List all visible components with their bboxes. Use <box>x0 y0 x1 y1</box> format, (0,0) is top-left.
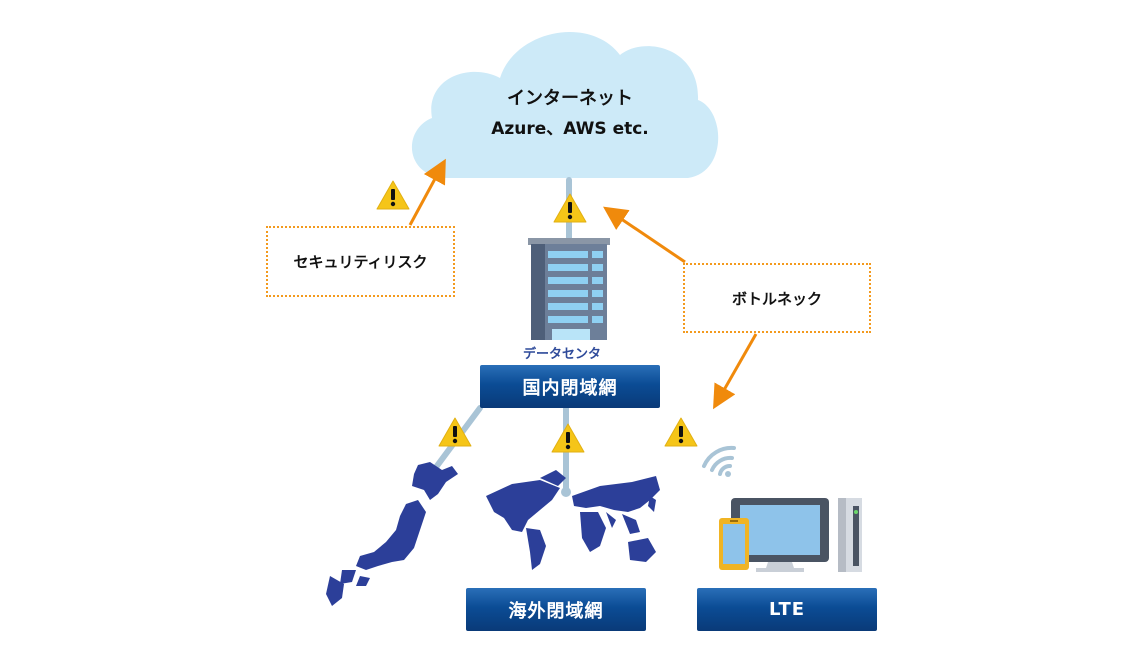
japan-map-icon <box>326 462 458 606</box>
world-map-icon <box>486 470 660 570</box>
overseas-network-label: 海外閉域網 <box>466 588 646 631</box>
building-icon <box>528 238 610 340</box>
computer-icon <box>731 498 862 572</box>
security-risk-callout: セキュリティリスク <box>266 226 455 297</box>
smartphone-icon <box>719 518 749 570</box>
warning-icon <box>376 180 410 210</box>
bottleneck-callout: ボトルネック <box>683 263 871 333</box>
security-risk-label: セキュリティリスク <box>293 253 428 271</box>
lte-label: LTE <box>697 588 877 631</box>
bottleneck-label: ボトルネック <box>731 289 822 308</box>
security-arrow <box>408 158 446 226</box>
bottleneck-arrow-down <box>713 333 758 410</box>
bottleneck-arrow-up <box>603 206 686 264</box>
world-map-node <box>561 487 571 497</box>
cloud-subtitle: Azure、AWS etc. <box>491 119 649 139</box>
warning-icon <box>664 417 698 447</box>
cloud-icon <box>411 31 719 178</box>
warning-icon <box>551 423 585 453</box>
warning-icon <box>553 193 587 223</box>
arrows <box>408 158 758 410</box>
wifi-icon <box>702 445 736 476</box>
domestic-network-label: 国内閉域網 <box>480 365 660 408</box>
cloud-title: インターネット <box>507 88 633 109</box>
datacenter-caption: データセンタ <box>523 347 602 362</box>
wifi-dot <box>725 471 731 477</box>
